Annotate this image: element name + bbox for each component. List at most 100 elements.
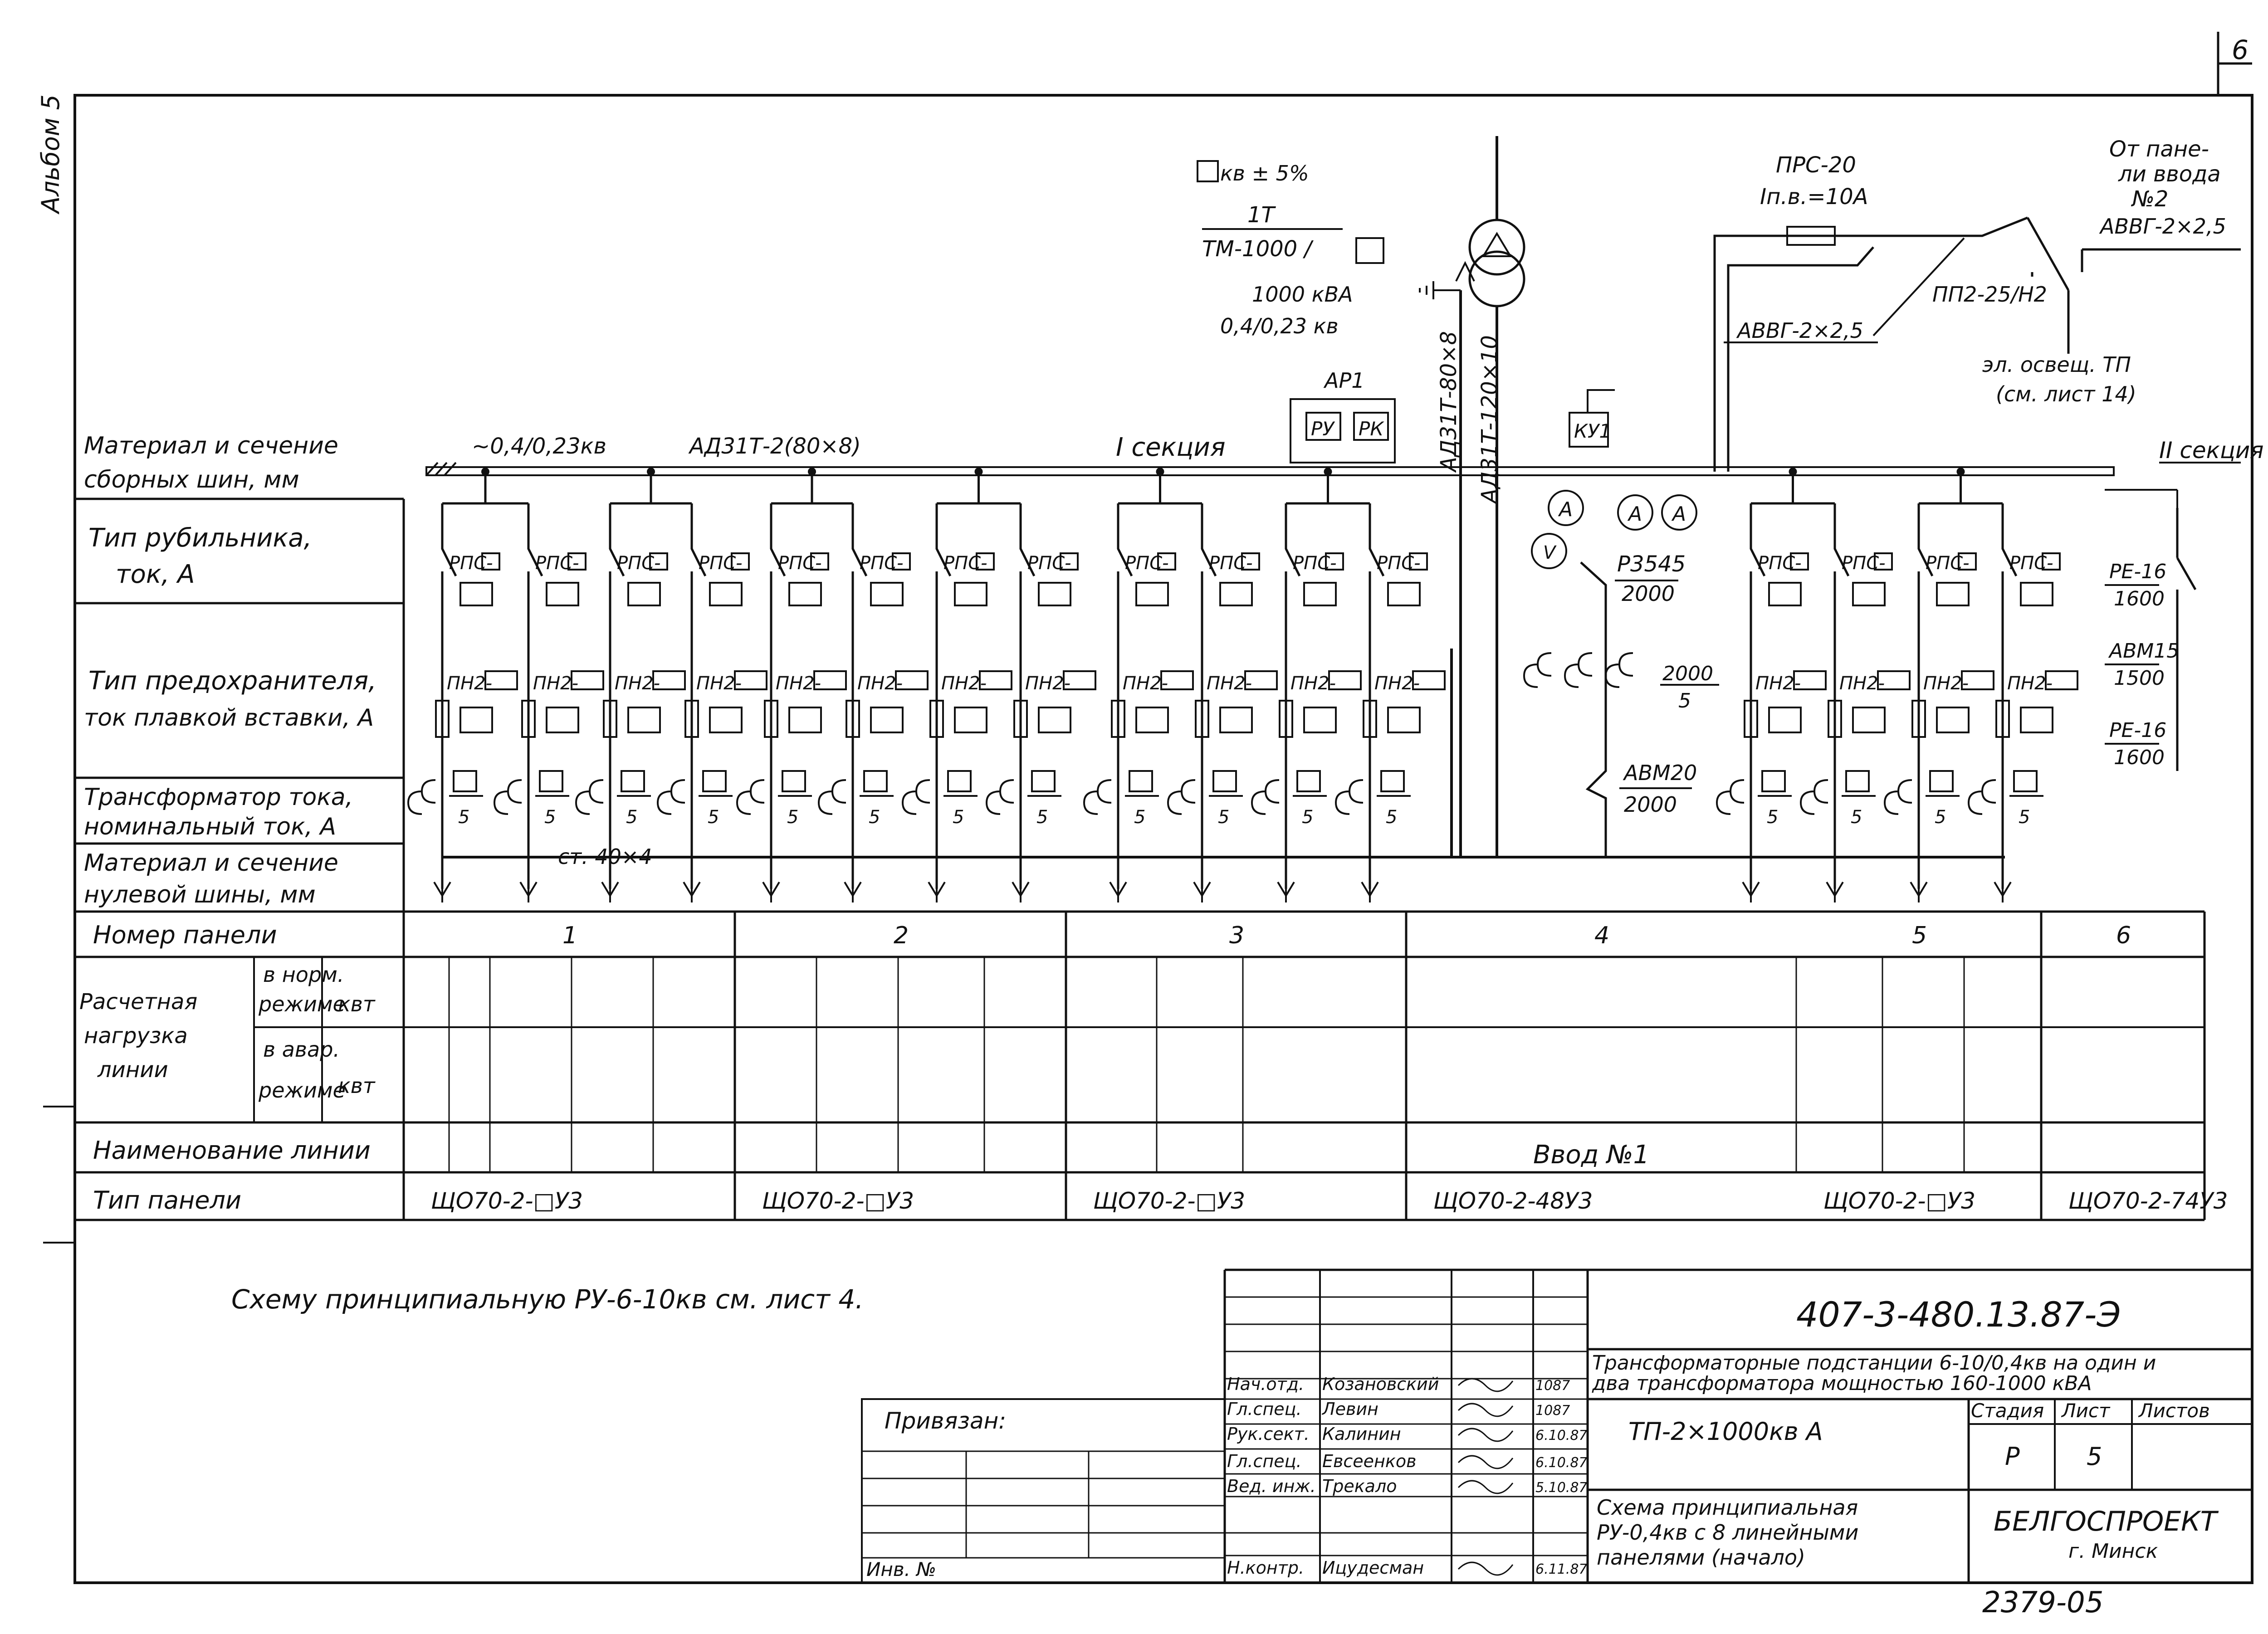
- corner-box: [2217, 32, 2252, 95]
- meter-label: А: [1627, 502, 1642, 526]
- placeholder-box: [1768, 582, 1802, 606]
- placeholder-box: [1135, 707, 1169, 733]
- panel-number: 2: [894, 922, 909, 949]
- fuse-icon: [929, 700, 944, 738]
- placeholder-box: [810, 552, 829, 571]
- meter-label: А: [1558, 498, 1573, 521]
- feeder-line: [1750, 522, 1766, 889]
- ct-coil: [575, 779, 604, 815]
- ct-denominator: 5: [1386, 807, 1397, 828]
- ground-arrow: [433, 881, 451, 902]
- placeholder-box: [947, 770, 972, 792]
- from-panel-label: №2: [2131, 186, 2168, 212]
- placeholder-box: [1929, 770, 1954, 792]
- placeholder-box: [731, 552, 750, 571]
- row-label: нулевой шины, мм: [84, 881, 316, 908]
- calc-load-label: Расчетная: [79, 989, 197, 1015]
- switch-label: РПС-: [617, 553, 661, 574]
- feeder: РПС-ПН2-5: [493, 522, 604, 902]
- switch-label: РПС-: [1842, 553, 1886, 574]
- fuse-icon: [1995, 700, 2010, 738]
- feeder-line: [1369, 522, 1385, 889]
- panel-number: 4: [1594, 922, 1609, 949]
- placeholder-box: [1790, 552, 1809, 571]
- stamp-role: Вед. инж.: [1227, 1476, 1316, 1496]
- stamp-role: Нач.отд.: [1227, 1374, 1304, 1394]
- row-label: Тип предохранителя,: [88, 666, 376, 696]
- row-label: Материал и сечение: [84, 849, 338, 877]
- sec2-device: РЕ-16: [2109, 560, 2166, 583]
- attachment-box: [861, 1398, 1226, 1584]
- placeholder-box: [1409, 552, 1428, 571]
- substation-type: ТП-2×1000кв А: [1628, 1417, 1823, 1446]
- panel-grid: 1ЩО70-2-□У32ЩО70-2-□У33ЩО70-2-□У34ЩО70-2…: [402, 912, 2228, 1220]
- album-label: Альбом 5: [36, 94, 65, 215]
- placeholder-box: [1387, 707, 1421, 733]
- feeder: РПС-ПН2-5: [1716, 522, 1827, 902]
- stage-header: Стадия: [1971, 1400, 2044, 1422]
- placeholder-box: [1038, 582, 1071, 606]
- city: г. Минск: [2068, 1540, 2158, 1563]
- placeholder-box: [1197, 160, 1219, 182]
- placeholder-box: [954, 582, 987, 606]
- placeholder-box: [1160, 670, 1194, 690]
- placeholder-box: [1303, 707, 1337, 733]
- ct-denominator: 5: [1935, 807, 1946, 828]
- placeholder-box: [1325, 552, 1344, 571]
- feeder: РПС-ПН2-5: [575, 522, 686, 902]
- feeder-line: [1201, 522, 1217, 889]
- placeholder-box: [546, 582, 579, 606]
- ct-coil: [1799, 779, 1828, 815]
- transformer-id: 1Т: [1247, 202, 1276, 228]
- voltmeter-icon: [1531, 533, 1567, 569]
- feeder-line: [441, 522, 457, 889]
- feeder-tap: [441, 475, 530, 522]
- sec2-device: РЕ-16: [2109, 719, 2166, 742]
- calc-load-label: нагрузка: [84, 1023, 188, 1049]
- ground-arrow: [601, 881, 619, 902]
- lighting-label: (см. лист 14): [1996, 382, 2136, 406]
- placeholder-box: [1845, 770, 1870, 792]
- ct-coil: [1334, 779, 1364, 815]
- meter-label: А: [1671, 502, 1686, 526]
- placeholder-box: [2042, 552, 2061, 571]
- placeholder-box: [1852, 582, 1886, 606]
- feeder: РПС-ПН2-5: [1083, 522, 1194, 902]
- lighting-feeder: ПРС-20 Iп.в.=10А АВВГ-2×2,5 ПП2-25/Н2 От…: [1713, 137, 2241, 472]
- placeholder-box: [1060, 552, 1079, 571]
- bus-junction: [481, 468, 489, 476]
- stamp-date: 1087: [1535, 1378, 1570, 1394]
- placeholder-box: [895, 670, 929, 690]
- placeholder-box: [702, 770, 727, 792]
- feeder: РПС-ПН2-5: [1334, 522, 1446, 902]
- stamp-name: Левин: [1321, 1399, 1378, 1419]
- archive-number: 2379-05: [1982, 1586, 2103, 1619]
- sheet-value: 5: [2087, 1442, 2102, 1471]
- feeder-tap: [609, 475, 693, 522]
- ap1-box: [1290, 398, 1396, 463]
- placeholder-box: [1958, 552, 1977, 571]
- placeholder-box: [734, 670, 767, 690]
- fuse-icon: [684, 700, 699, 738]
- feeder: РПС-ПН2-5: [1967, 522, 2078, 902]
- placeholder-box: [954, 707, 987, 733]
- ct-denominator: 5: [708, 807, 719, 828]
- fuse-icon: [1911, 700, 1926, 738]
- placeholder-box: [892, 552, 911, 571]
- placeholder-box: [709, 707, 743, 733]
- placeholder-box: [1961, 670, 1994, 690]
- placeholder-box: [571, 670, 604, 690]
- ammeter-icon: [1548, 490, 1584, 526]
- feeder-line: [2001, 522, 2018, 889]
- panel-type: ЩО70-2-48У3: [1433, 1188, 1593, 1214]
- feeder-line: [690, 522, 707, 889]
- panel-line-name: Ввод №1: [1533, 1140, 1649, 1170]
- mode-label: в норм.: [263, 962, 344, 987]
- placeholder-box: [1761, 770, 1786, 792]
- transformer-winding-1: [1468, 219, 1525, 276]
- sec2-device: АВМ15: [2108, 639, 2179, 663]
- signature: [1457, 1403, 1514, 1417]
- transformer-power: 1000 кВА: [1252, 282, 1353, 307]
